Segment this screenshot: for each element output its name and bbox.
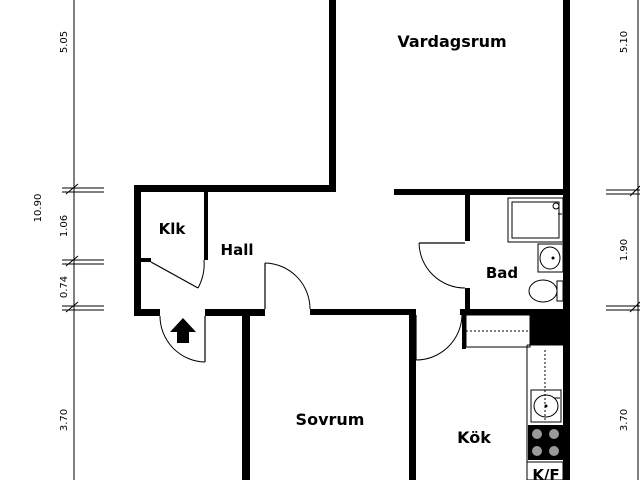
dim-label-lower-right: 3.70 [619, 409, 630, 431]
dim-label-upper-right: 5.10 [619, 31, 630, 53]
room-label-kok: Kök [457, 428, 491, 447]
room-label-vardagsrum: Vardagsrum [397, 32, 506, 51]
room-label-kf: K/F [532, 466, 559, 480]
room-label-sovrum: Sovrum [296, 410, 365, 429]
room-label-klk: Klk [159, 220, 187, 238]
entrance-arrow-icon [170, 318, 196, 343]
dim-label-lower-left: 3.70 [59, 409, 70, 431]
shower-icon [507, 197, 564, 243]
dim-label-upper-left: 5.05 [59, 31, 70, 53]
dim-label-hall-left: 0.74 [59, 276, 70, 298]
kitchen-counter [465, 314, 563, 480]
dim-label-klk-left: 1.06 [59, 215, 70, 237]
dim-label-total-left: 10.90 [33, 194, 44, 223]
right-dimension-lines [606, 0, 640, 480]
stove-icon [528, 425, 563, 460]
washbasin-icon [537, 243, 564, 273]
room-label-hall: Hall [221, 241, 254, 259]
sink-icon [530, 389, 562, 423]
doors [150, 242, 466, 363]
toilet-icon [528, 279, 564, 303]
room-label-bad: Bad [486, 264, 518, 282]
dim-label-bath-right: 1.90 [619, 239, 630, 261]
left-dimension-lines [62, 0, 104, 480]
walls [134, 0, 570, 480]
fridge-freezer [526, 461, 564, 480]
